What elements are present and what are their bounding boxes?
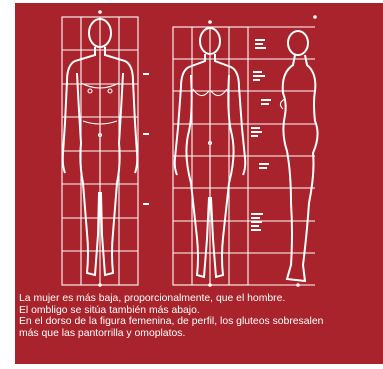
caption-line-4: más que las pantorrilla y omoplatos. [19,327,186,339]
illustration-panel: La mujer es más baja, proporcionalmente,… [15,3,383,364]
caption-line-3: En el dorso de la figura femenina, de pe… [19,316,324,328]
male-figure-front-view [61,10,139,287]
caption-line-1: La mujer es más baja, proporcionalmente,… [19,293,286,304]
caption-line-2: El ombligo se sitúa también más abajo. [19,304,200,316]
proportion-illustration [61,10,319,287]
female-figure-front-view [172,20,315,287]
female-figure-profile-view [279,15,319,287]
caption-text: La mujer es más baja, proporcionalmente,… [19,293,383,339]
annotation-marks [143,39,271,231]
